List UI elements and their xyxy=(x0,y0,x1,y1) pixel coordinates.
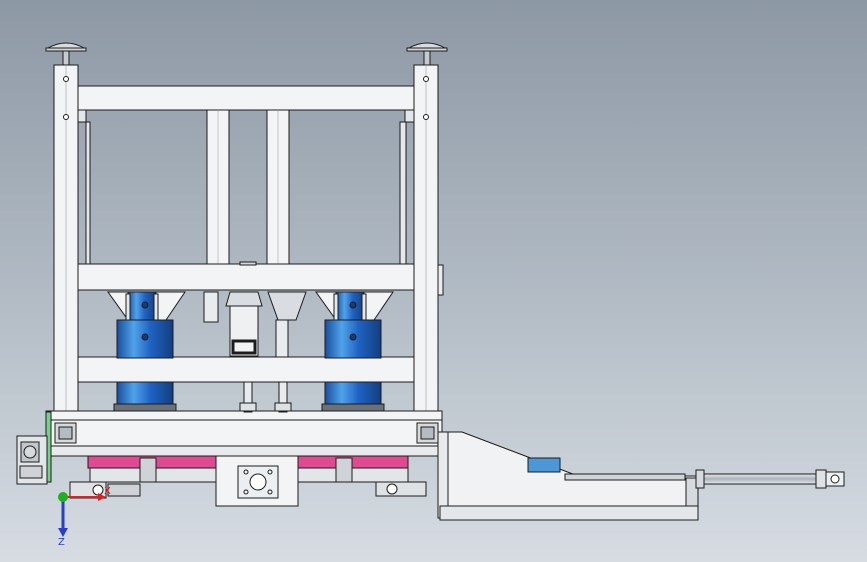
leveling-foot-right xyxy=(406,42,448,66)
gearbox xyxy=(215,455,299,507)
actuator-rod xyxy=(564,469,817,489)
side-bracket xyxy=(16,435,48,485)
rod-end xyxy=(815,469,845,489)
z-axis-label: Z xyxy=(58,537,65,548)
x-axis-label: X xyxy=(104,486,111,497)
leveling-foot-left xyxy=(45,42,87,66)
frame xyxy=(45,64,444,483)
motor-right xyxy=(321,291,385,412)
motor-left xyxy=(113,291,177,412)
axis-triad: X Z xyxy=(58,486,111,548)
lower-drive xyxy=(69,455,427,499)
center-cylinder xyxy=(203,291,307,413)
